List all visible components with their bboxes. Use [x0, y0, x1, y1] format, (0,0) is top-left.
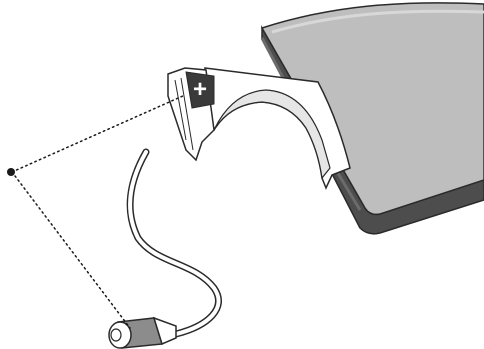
cable-connector-icon	[108, 316, 177, 349]
leader-lines	[7, 94, 186, 329]
polarity-marker: +	[193, 76, 207, 103]
speaker-enclosure-icon	[260, 2, 484, 235]
mounting-clip-icon	[167, 67, 351, 190]
leader-origin-dot	[7, 168, 15, 176]
speaker-cable	[126, 148, 222, 342]
